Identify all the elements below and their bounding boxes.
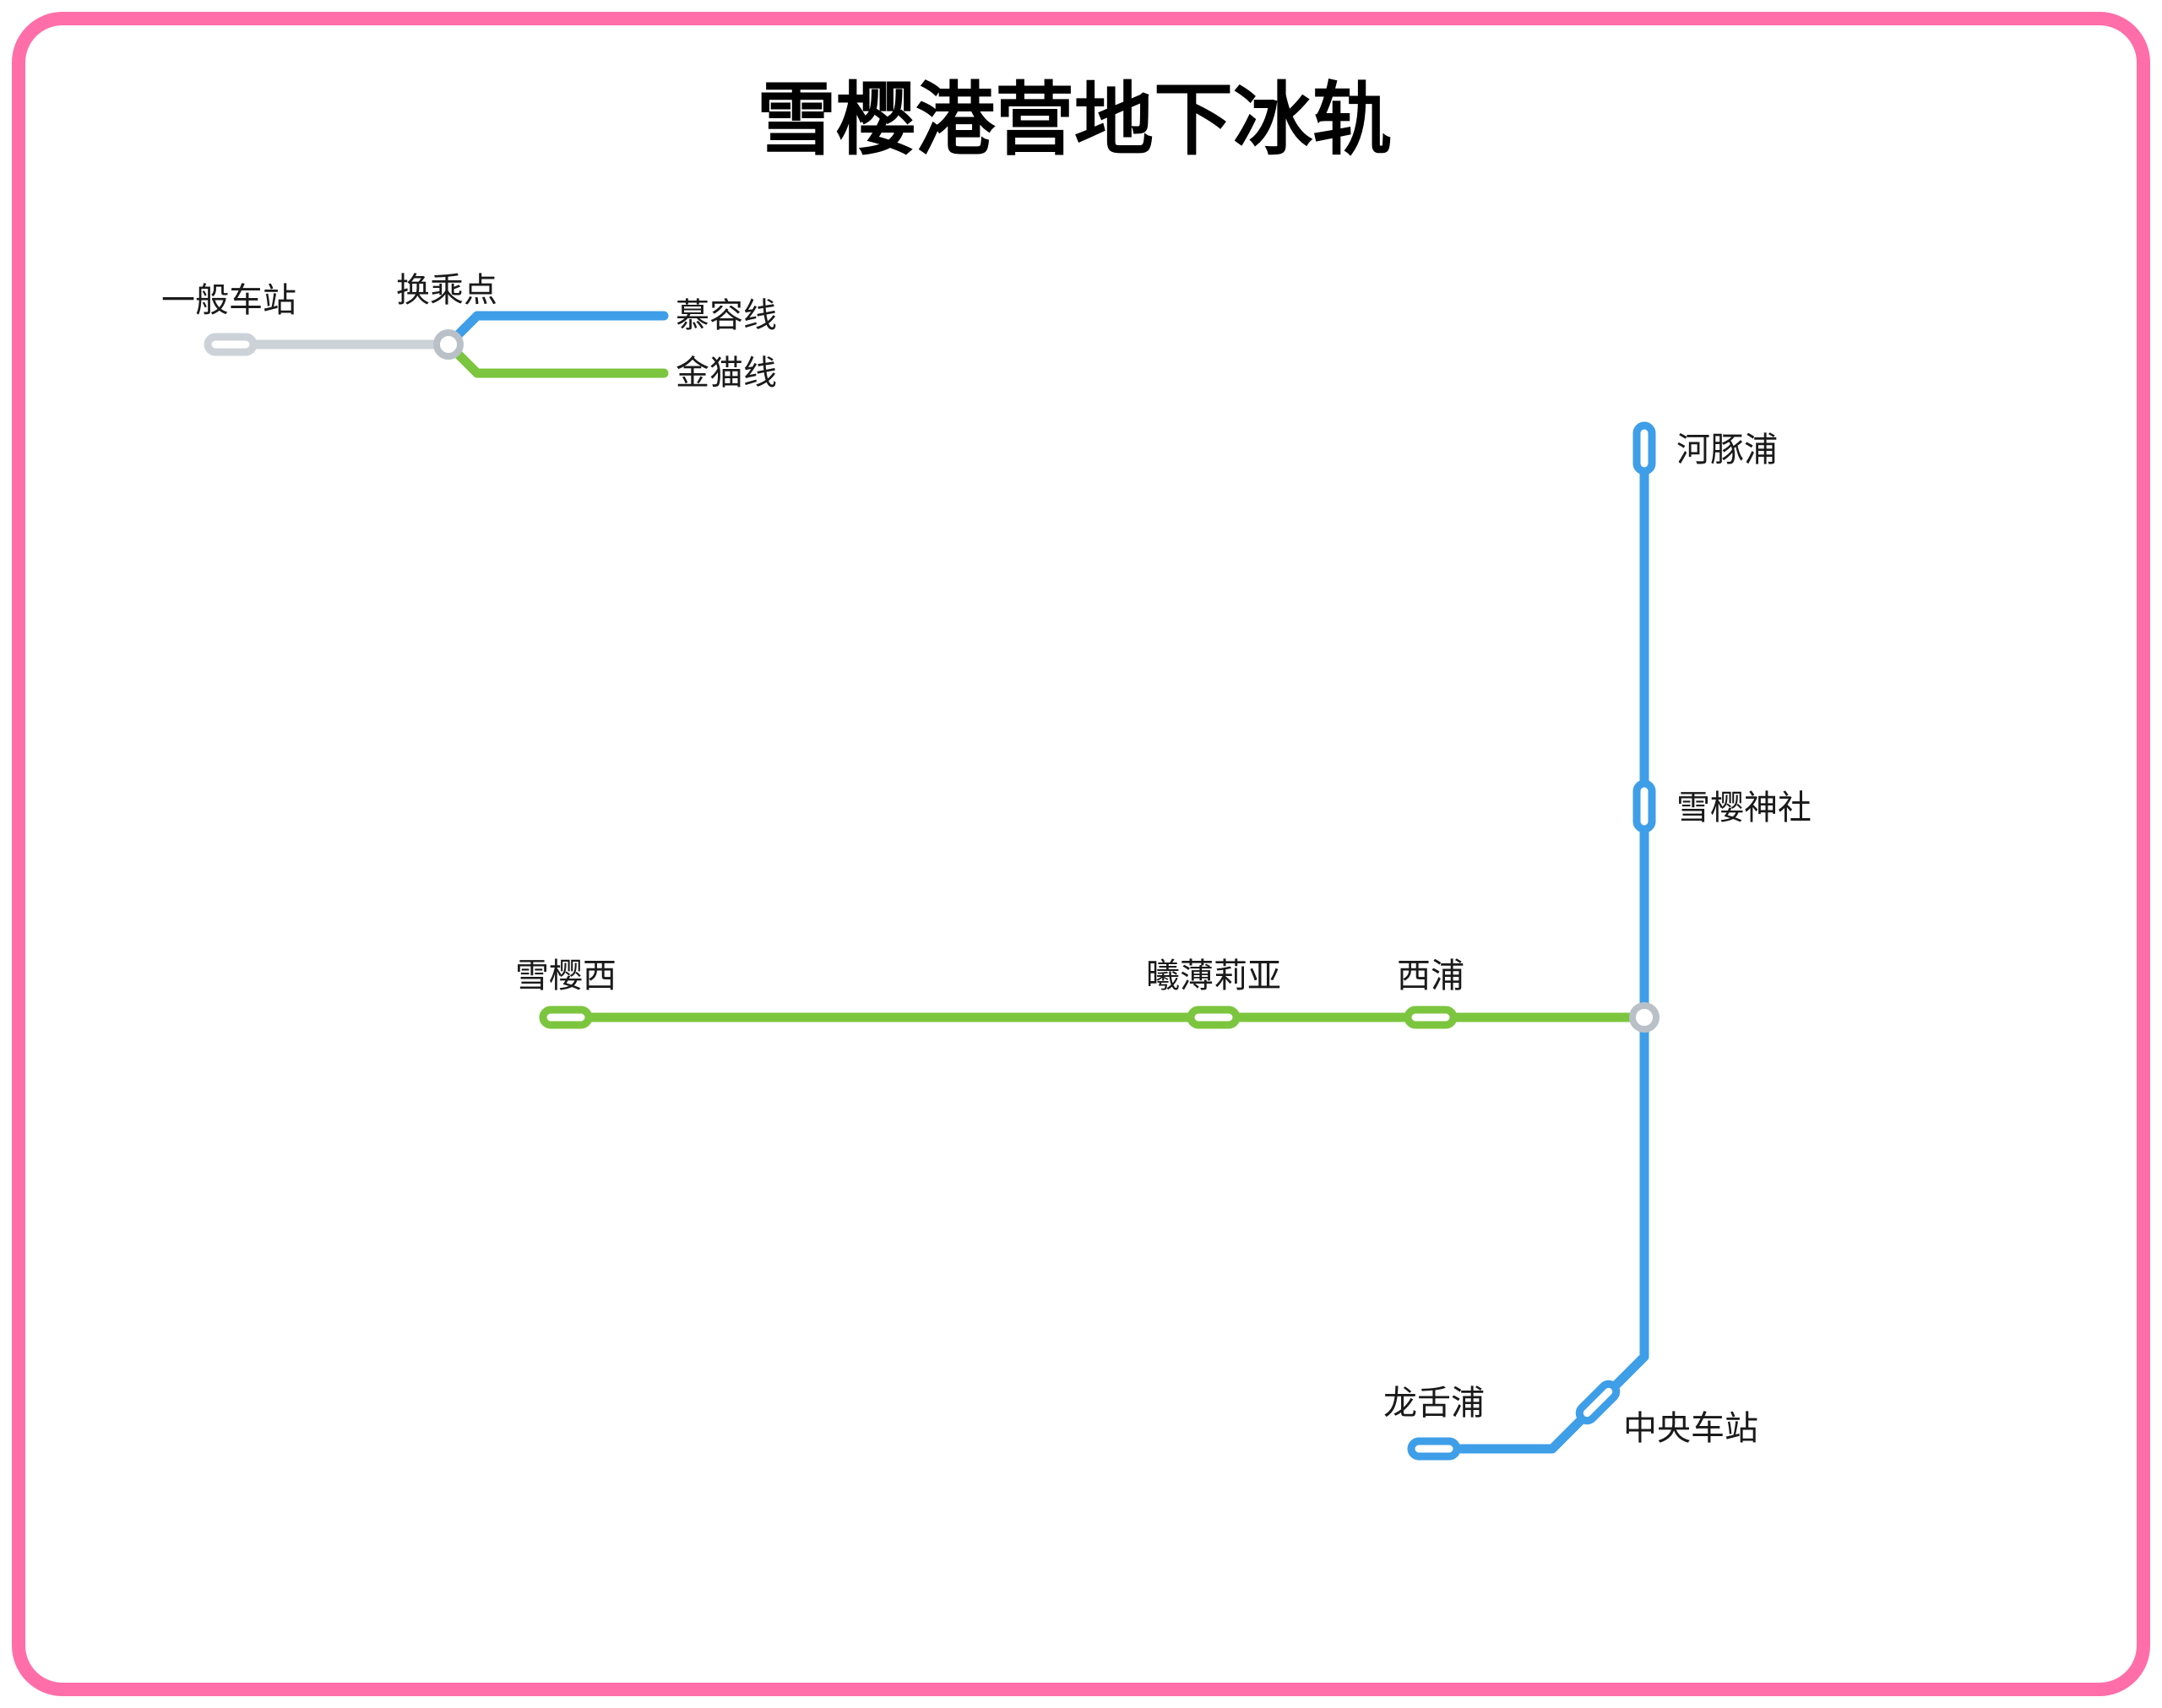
station-markers: [539, 421, 1660, 1461]
station-marker-longshepu: [1407, 1437, 1461, 1461]
legend: 一般车站 换乘点 慕容线 金猫线: [161, 271, 777, 393]
station-label-xipu: 西浦: [1397, 957, 1464, 995]
station-label-xueying-west: 雪樱西: [515, 957, 617, 995]
station-label-xibaoliya: 曦薄莉亚: [1146, 957, 1281, 995]
transfer-marker-interchange: [1629, 1002, 1660, 1033]
metro-line-tracks: [561, 443, 1649, 1454]
station-marker-xueying-shrine: [1632, 779, 1656, 833]
station-marker-xibaoliya: [1187, 1006, 1241, 1029]
station-label-xueying-shrine: 雪樱神社: [1676, 789, 1812, 827]
station-marker-hetunpu: [1632, 421, 1656, 475]
station-labels: 河豚浦 雪樱神社 中央车站 龙舌浦 雪樱西 曦薄莉亚 西浦: [515, 431, 1812, 1448]
map-title: 雪樱港营地下冰轨: [757, 73, 1392, 166]
legend-murong-line-sample: [443, 311, 669, 350]
station-marker-xipu: [1404, 1006, 1458, 1029]
pink-frame-border: [12, 12, 2150, 1696]
legend-ordinary-station-marker: [204, 333, 258, 356]
legend-jinmao-line-sample: [443, 339, 669, 378]
legend-transfer-marker: [433, 329, 464, 360]
legend-ordinary-station-label: 一般车站: [161, 281, 296, 320]
legend-murong-line-label: 慕容线: [676, 296, 777, 335]
station-marker-central: [1575, 1380, 1621, 1425]
legend-transfer-label: 换乘点: [396, 271, 497, 310]
station-label-longshepu: 龙舌浦: [1383, 1384, 1485, 1423]
legend-jinmao-line-label: 金猫线: [676, 354, 777, 393]
station-marker-xueying-west: [539, 1006, 593, 1029]
station-label-hetunpu: 河豚浦: [1676, 431, 1778, 469]
station-label-central: 中央车站: [1623, 1409, 1758, 1448]
murong-line-track: [1429, 443, 1649, 1454]
